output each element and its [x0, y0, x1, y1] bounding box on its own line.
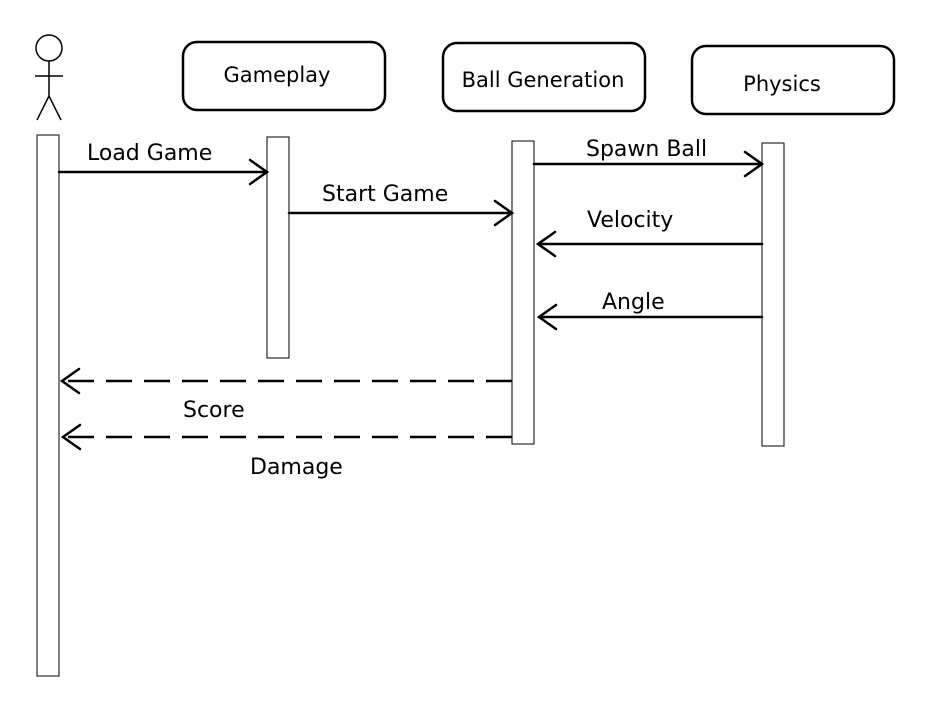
activation-bar-gameplay: [266, 136, 290, 359]
stick-figure-icon: [35, 34, 63, 121]
message-label-velocity: Velocity: [587, 208, 673, 233]
message-velocity: [535, 230, 764, 258]
lifeline-label-physics: Physics: [743, 72, 821, 96]
lifeline-header-physics: Physics: [690, 44, 896, 116]
lifeline-label-ball-generation: Ball Generation: [462, 68, 625, 92]
activation-bar-actor: [36, 134, 60, 677]
message-score: [59, 367, 512, 395]
lifeline-header-gameplay: Gameplay: [181, 40, 387, 112]
lifeline-header-ball-generation: Ball Generation: [441, 41, 647, 113]
message-start-game: [287, 199, 515, 227]
lifeline-label-gameplay: Gameplay: [224, 63, 331, 87]
message-spawn-ball: [532, 150, 765, 178]
message-load-game: [57, 158, 270, 186]
activation-bar-physics: [761, 142, 785, 447]
message-label-spawn-ball: Spawn Ball: [586, 137, 707, 162]
message-label-score: Score: [183, 398, 245, 423]
message-label-start-game: Start Game: [322, 182, 448, 207]
activation-bar-ball-generation: [511, 140, 535, 445]
message-damage: [60, 423, 512, 451]
message-label-angle: Angle: [602, 290, 665, 315]
message-label-damage: Damage: [250, 455, 343, 480]
message-angle: [536, 303, 764, 331]
message-label-load-game: Load Game: [87, 141, 212, 166]
